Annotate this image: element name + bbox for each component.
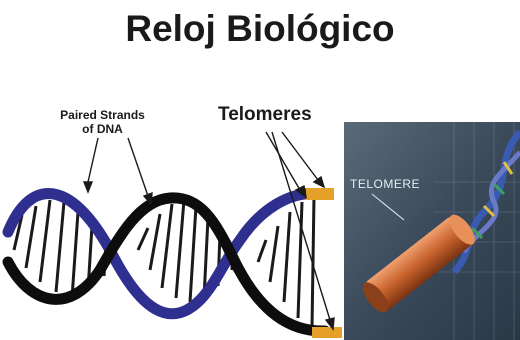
- telomere-photo-label: TELOMERE: [350, 177, 420, 191]
- telomere-cap-bottom: [312, 327, 342, 338]
- telomere-photo: TELOMERE: [344, 122, 520, 340]
- telomere-cap-top: [306, 188, 334, 200]
- telomere-photo-graphic: [344, 122, 520, 340]
